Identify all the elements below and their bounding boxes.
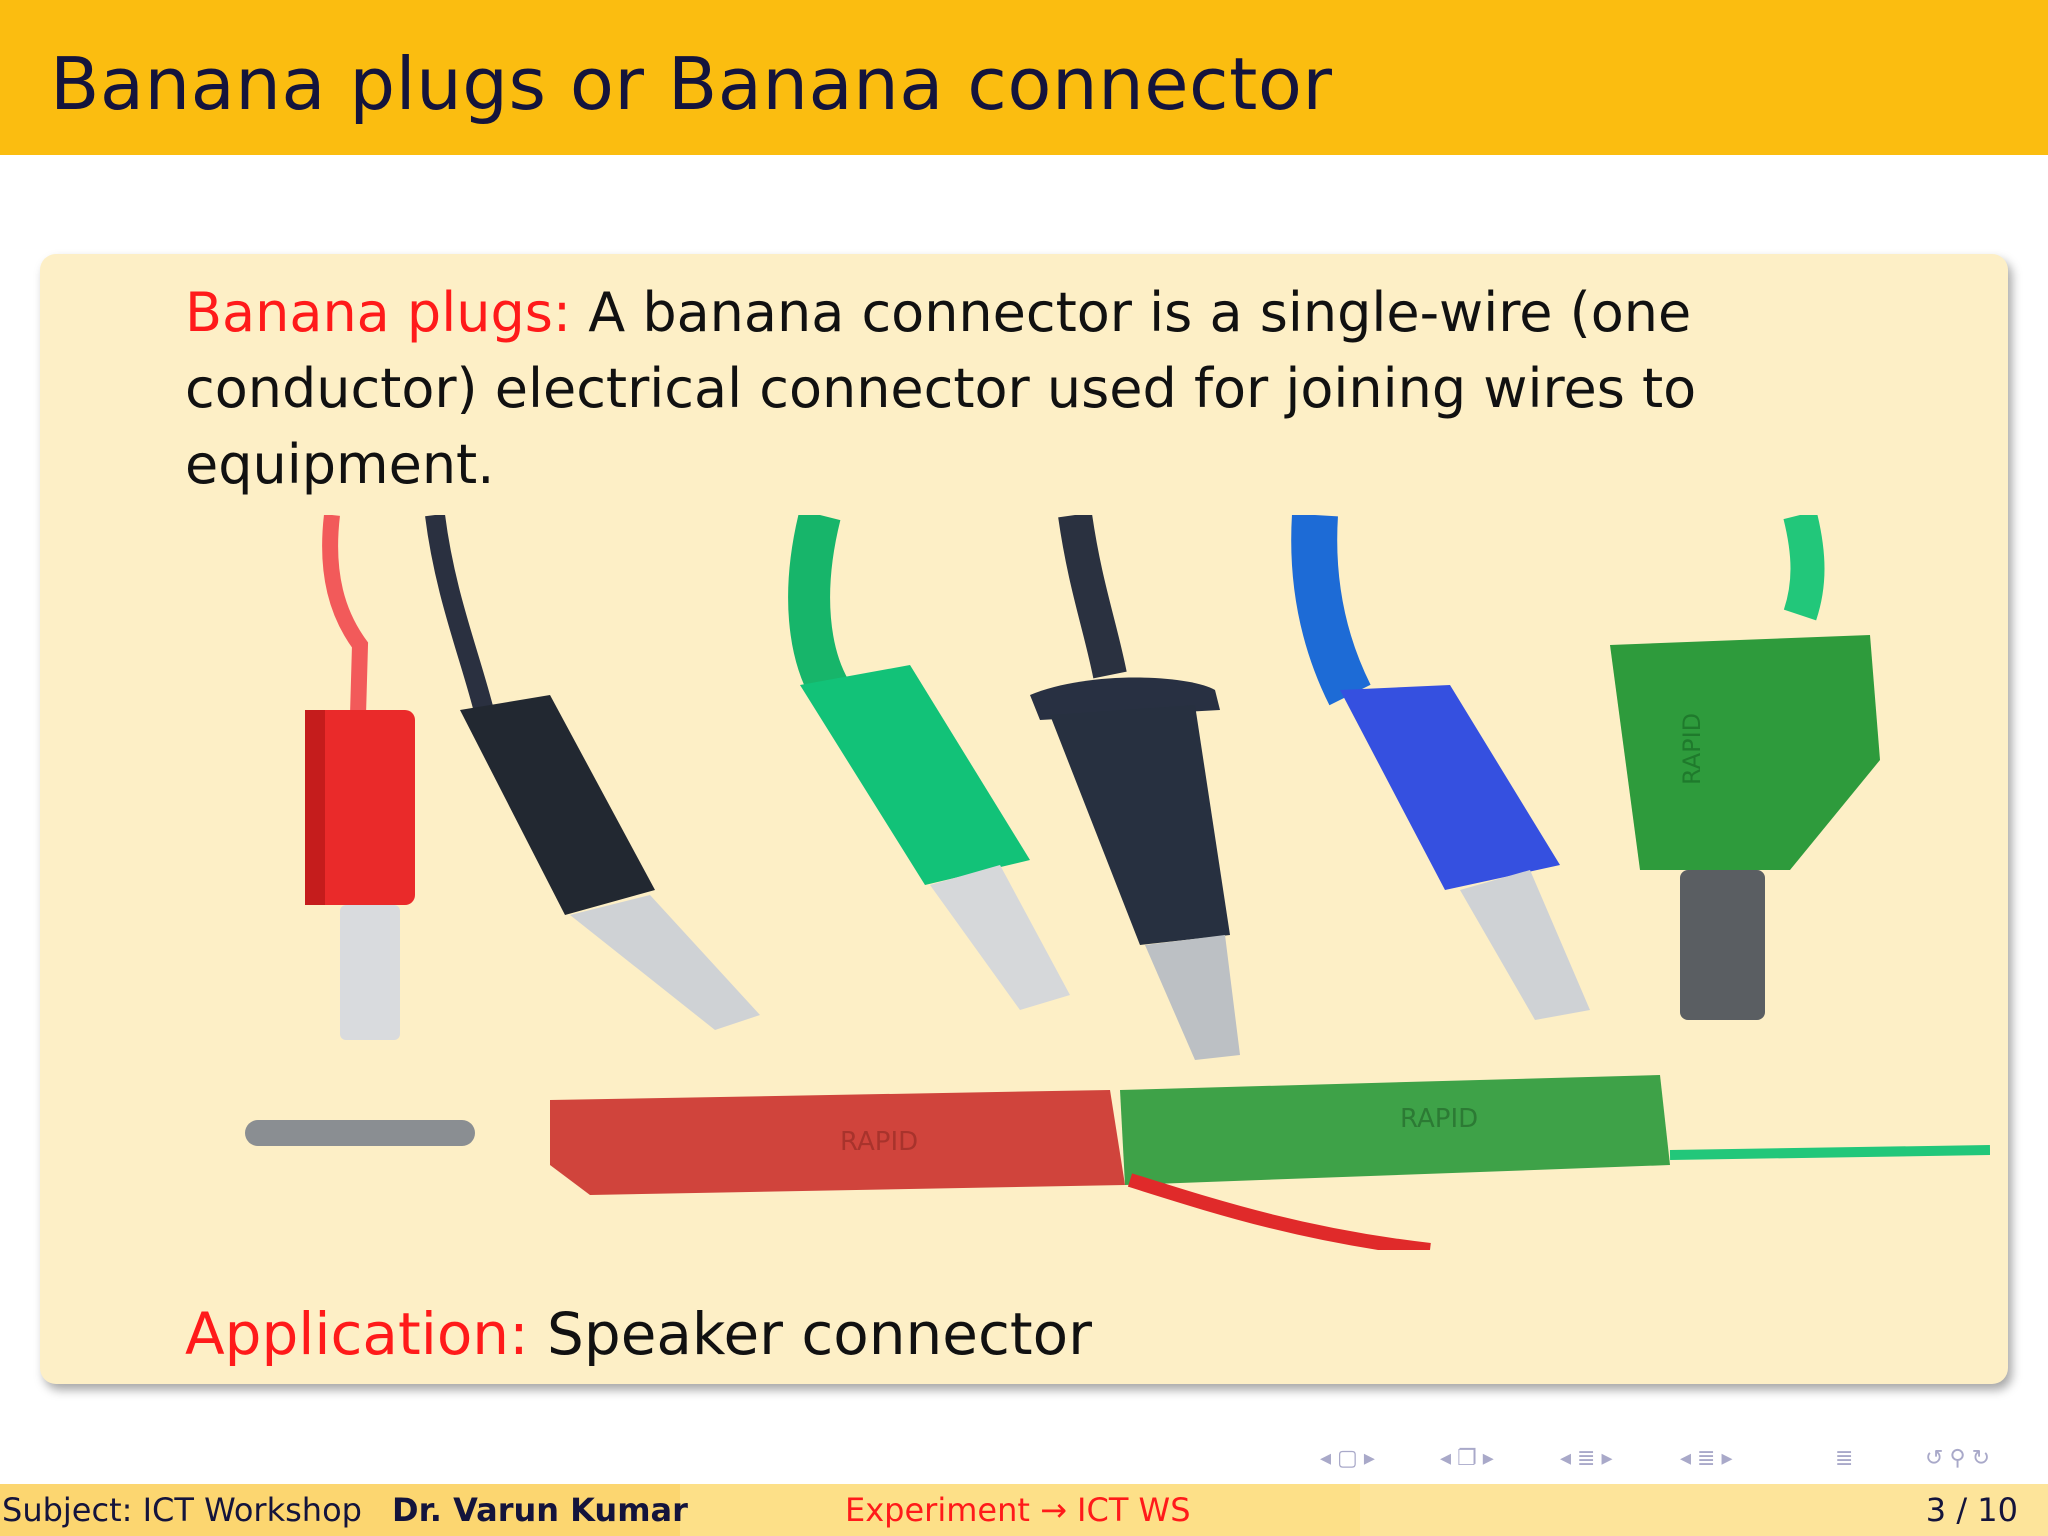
red-plug [305,515,415,1040]
nav-back-icon[interactable]: ↺ [1925,1445,1944,1471]
nav-prev-section-icon[interactable]: ◂ [1560,1445,1572,1471]
nav-search-icon[interactable]: ⚲ [1949,1445,1966,1471]
footer-author: Dr. Varun Kumar [392,1491,688,1529]
nav-frame-icon[interactable]: ▢ [1337,1445,1358,1471]
application-line: Application: Speaker connector [185,1300,1092,1368]
definition-term: Banana plugs: [185,281,572,344]
footer-subject: Subject: ICT Workshop [2,1491,362,1529]
nav-next-section-icon[interactable]: ▸ [1601,1445,1613,1471]
rapid-label-2: RAPID [840,1127,918,1157]
blue-plug [1291,515,1590,1020]
nav-group-frame: ◂ ▢ ▸ [1320,1440,1375,1476]
nav-next-frame-icon[interactable]: ▸ [1363,1445,1375,1471]
footer-right-panel [1360,1484,2048,1536]
definition-text: A banana connector is a single-wire (one… [185,281,1697,496]
nav-prev-frame-icon[interactable]: ◂ [1320,1445,1332,1471]
black-plug [425,515,760,1030]
application-text: Speaker connector [528,1300,1092,1368]
footer: Subject: ICT Workshop Dr. Varun Kumar Ex… [0,1484,2048,1536]
nav-subsection-icon[interactable]: ❐ [1457,1445,1477,1471]
nav-prev-subsection-icon[interactable]: ◂ [1440,1445,1452,1471]
rapid-label-3: RAPID [1400,1104,1478,1134]
stacked-plug: RAPID RAPID [245,1075,1990,1250]
nav-next-slide-icon[interactable]: ▸ [1721,1445,1733,1471]
nav-group-toc: ≣ [1835,1440,1853,1476]
title-bar: Banana plugs or Banana connector [0,0,2048,155]
nav-slide-icon[interactable]: ≣ [1697,1445,1716,1471]
nav-group-subsection: ◂ ❐ ▸ [1440,1440,1494,1476]
navy-plug [1030,515,1240,1060]
green-plug [788,515,1070,1010]
nav-group-slide: ◂ ≣ ▸ [1680,1440,1733,1476]
application-term: Application: [185,1300,529,1368]
slide-title: Banana plugs or Banana connector [50,42,1333,126]
rapid-label-1: RAPID [1678,713,1706,785]
beamer-navigation: ◂ ▢ ▸ ◂ ❐ ▸ ◂ ≣ ▸ ◂ ≣ ▸ ≣ ↺ ⚲ ↻ [1310,1440,2030,1480]
nav-prev-slide-icon[interactable]: ◂ [1680,1445,1692,1471]
nav-group-section: ◂ ≣ ▸ [1560,1440,1613,1476]
footer-page-number: 3 / 10 [1925,1491,2018,1529]
nav-next-subsection-icon[interactable]: ▸ [1482,1445,1494,1471]
nav-section-icon[interactable]: ≣ [1577,1445,1596,1471]
footer-experiment: Experiment → ICT WS [845,1491,1191,1529]
green-stackable-plug: RAPID [1610,515,1880,1020]
banana-plugs-photo: RAPID RAPID RAPID [245,515,1990,1250]
definition-paragraph: Banana plugs: A banana connector is a si… [185,275,1925,503]
nav-group-search: ↺ ⚲ ↻ [1925,1440,1990,1476]
footer-left-panel [0,1484,680,1536]
nav-toc-icon[interactable]: ≣ [1835,1445,1854,1471]
footer-middle-panel [680,1484,1360,1536]
nav-forward-icon[interactable]: ↻ [1971,1445,1990,1471]
